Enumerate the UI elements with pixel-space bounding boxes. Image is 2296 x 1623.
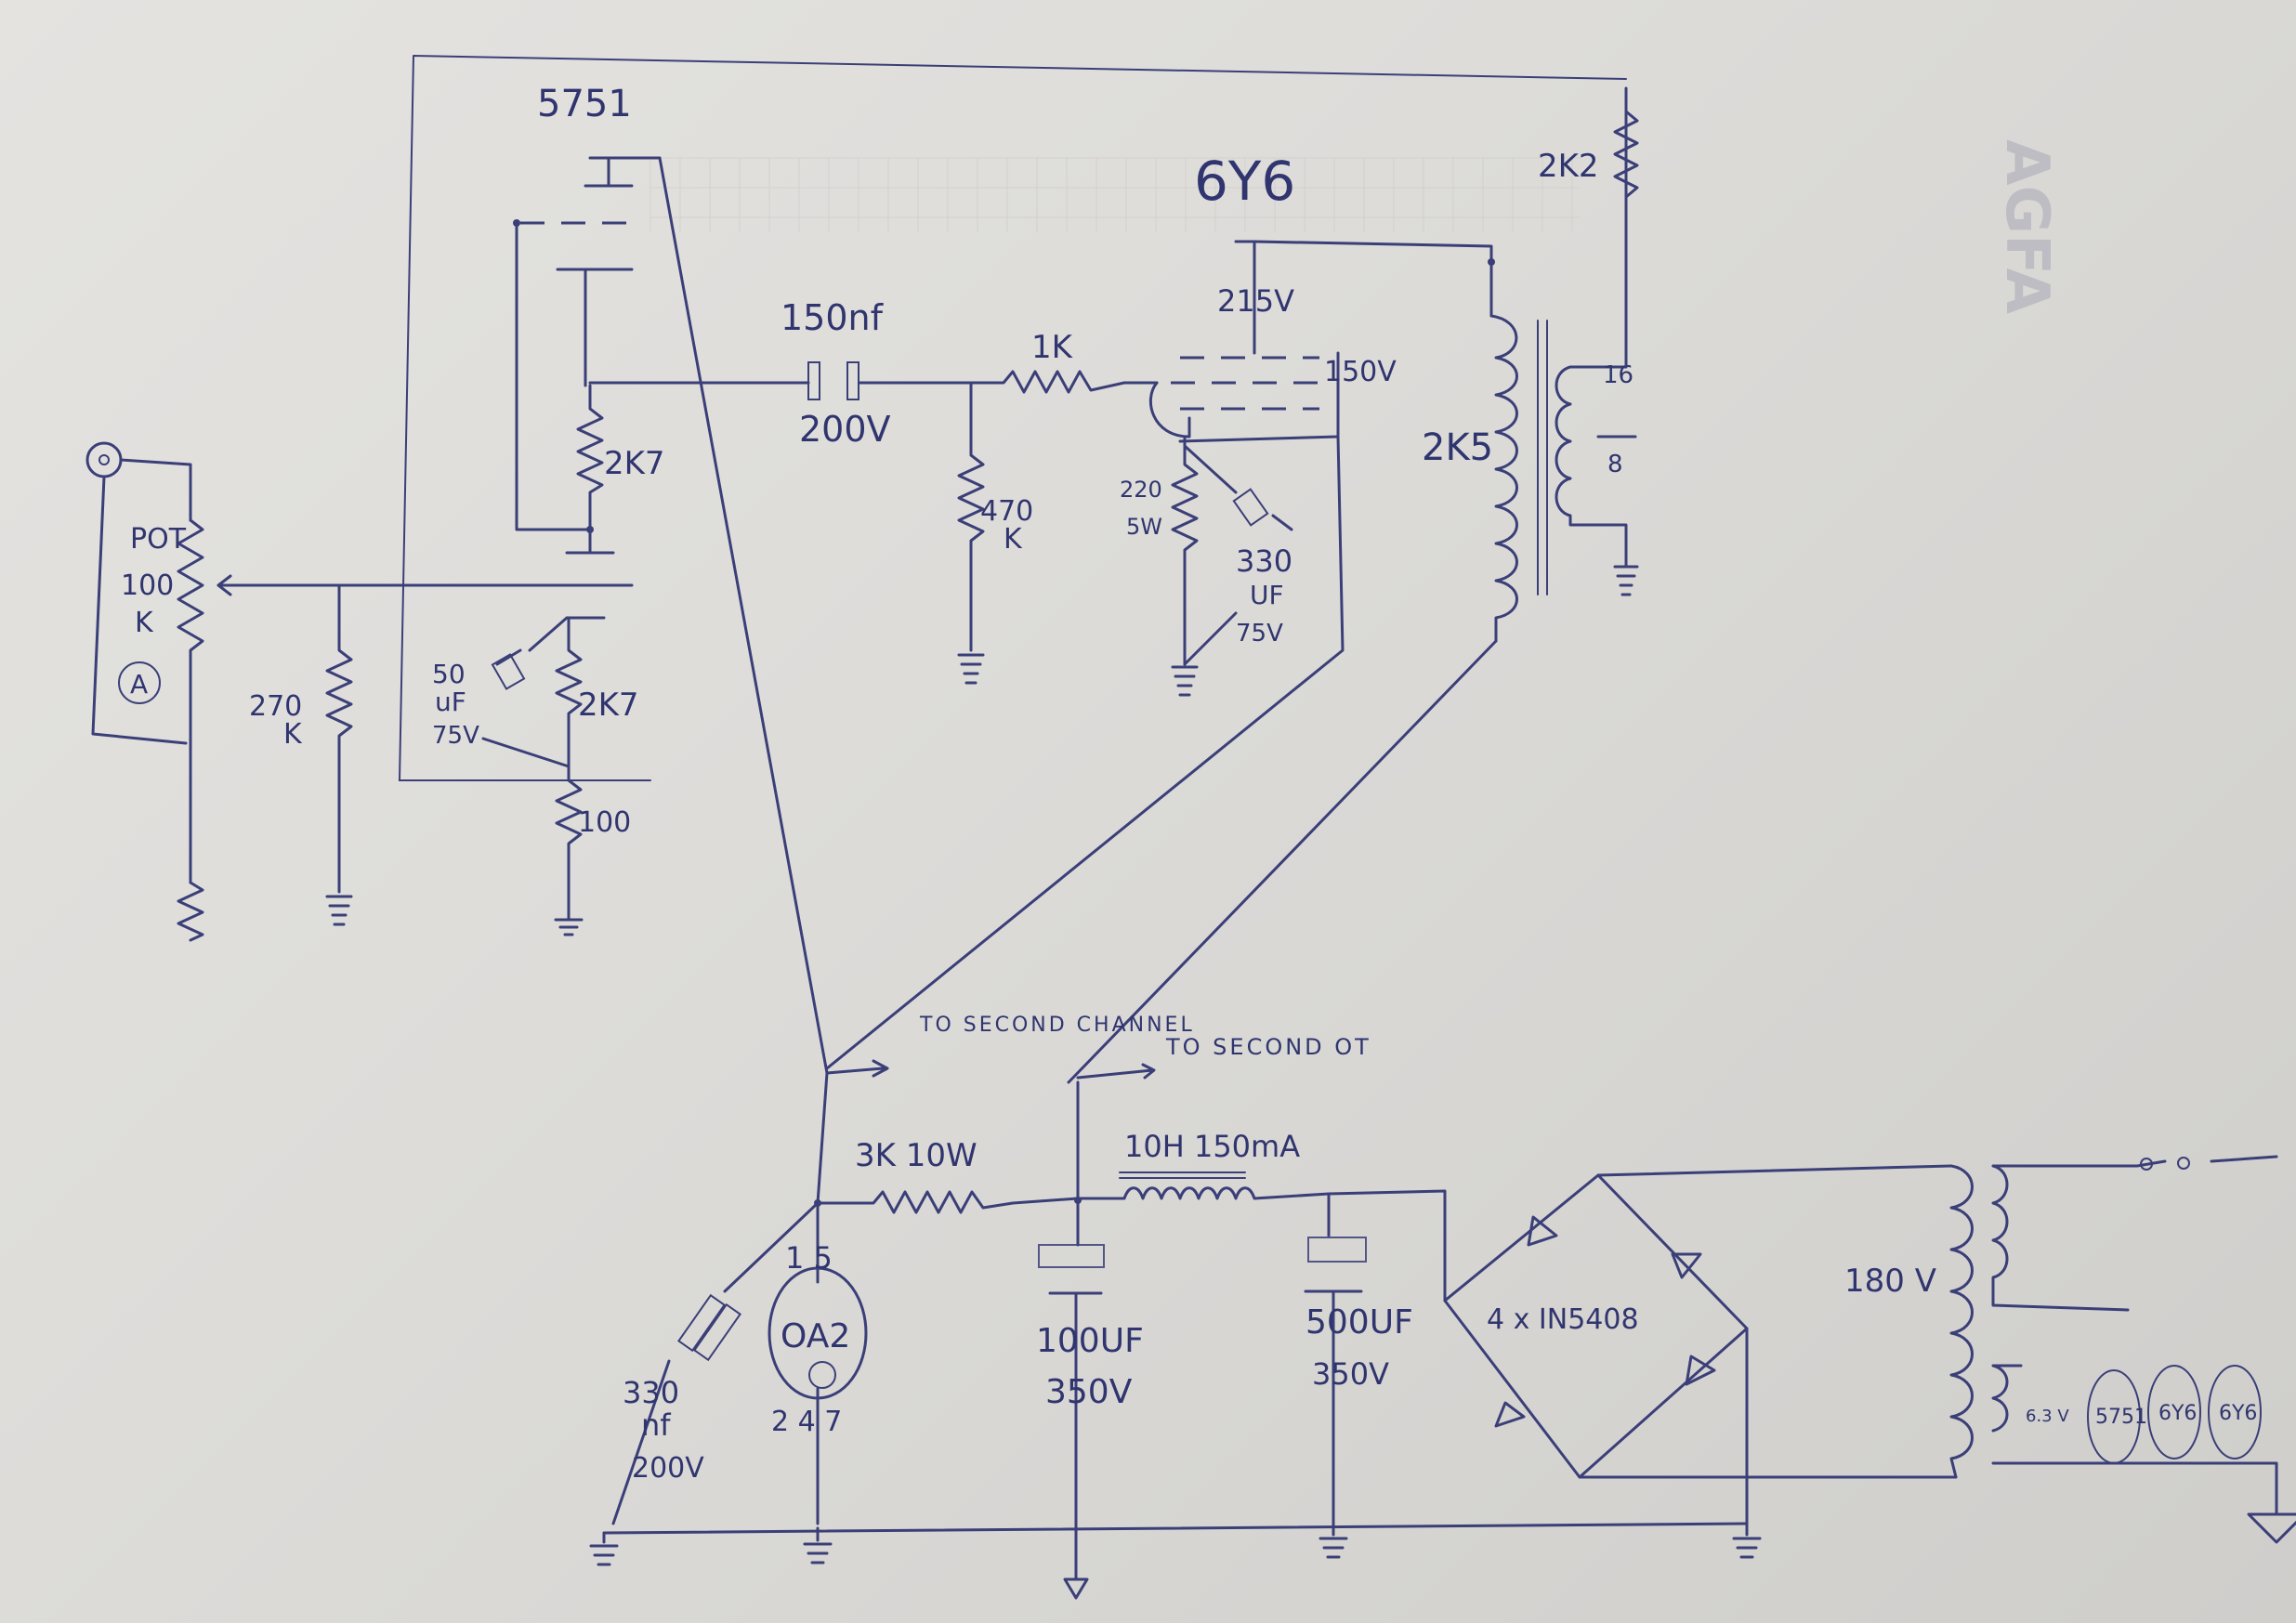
cathode-resistor-label: 2K7	[578, 687, 639, 724]
svg-text:OA2: OA2	[781, 1317, 850, 1355]
preamp-tube-lower-triode	[520, 528, 632, 652]
pot-unit: K	[135, 607, 154, 639]
svg-text:2 4 7: 2 4 7	[771, 1406, 842, 1438]
power-tube	[1148, 240, 1340, 443]
svg-text:6Y6: 6Y6	[2219, 1402, 2257, 1425]
cathode-resistor-2	[555, 765, 583, 912]
plate-resistor	[576, 384, 604, 531]
pot-value: 100	[121, 569, 174, 602]
grid-leak-resistor	[957, 381, 985, 652]
filter-capacitor-1: 100UF 350V	[1036, 1198, 1144, 1600]
svg-text:200V: 200V	[632, 1452, 704, 1485]
ground-rail	[602, 1522, 1749, 1535]
cathode-resistor-2-label: 100	[578, 806, 631, 839]
svg-text:330: 330	[1236, 543, 1292, 579]
choke-label: 10H 150mA	[1124, 1129, 1300, 1164]
grid-stopper-resistor	[969, 370, 1159, 394]
svg-text:220: 220	[1120, 477, 1162, 503]
tap-8-label: 8	[1607, 451, 1623, 478]
pot-label: POT	[130, 523, 187, 556]
primary-impedance-label: 2K5	[1422, 426, 1493, 469]
cathode-resistor	[555, 616, 583, 768]
grid-stopper-label: 1K	[1031, 329, 1074, 366]
svg-text:6Y6: 6Y6	[2158, 1402, 2197, 1425]
filter-capacitor-2: 500UF 350V	[1304, 1192, 1413, 1525]
grid-paper-background	[649, 157, 1580, 232]
svg-text:100UF: 100UF	[1036, 1322, 1144, 1360]
pot-wiper-arrow	[216, 574, 341, 596]
feedback-resistor	[1613, 86, 1639, 369]
grid-resistor-unit: K	[283, 718, 303, 751]
power-cathode-capacitor: 330 UF 75V	[1183, 444, 1293, 666]
volume-pot	[177, 518, 204, 884]
power-transformer: 180 V 6.3 V 5751 6Y6 6Y6	[1844, 1155, 2296, 1544]
svg-text:500UF: 500UF	[1305, 1303, 1413, 1342]
svg-text:75V: 75V	[432, 722, 479, 750]
to-second-ot-label: TO SECOND OT	[1165, 1034, 1371, 1060]
power-tube-label: 6Y6	[1194, 150, 1295, 213]
dropping-resistor-label: 3K 10W	[855, 1137, 977, 1174]
regulator-tube: OA2 1 5 2 4 7	[768, 1201, 868, 1525]
svg-text:nf: nf	[641, 1407, 671, 1443]
grid-resistor	[325, 583, 353, 894]
grid-leak-value: 470	[980, 495, 1033, 528]
preamp-tube-label: 5751	[537, 83, 632, 125]
bridge-rectifier: 4 x IN5408	[1443, 1164, 1958, 1525]
regulator-capacitor: 330 nf 200V	[611, 1201, 820, 1525]
svg-text:5W: 5W	[1126, 514, 1162, 540]
svg-text:5751: 5751	[2095, 1406, 2147, 1429]
input-jack	[85, 441, 192, 745]
svg-text:350V: 350V	[1045, 1373, 1133, 1411]
svg-text:uF: uF	[435, 687, 466, 717]
dropping-resistor	[816, 1190, 1080, 1214]
svg-text:180 V: 180 V	[1844, 1263, 1936, 1300]
grid-resistor-value: 270	[249, 690, 302, 723]
output-transformer	[1489, 314, 1639, 643]
power-cathode-resistor	[1171, 435, 1199, 666]
screen-voltage-label: 150V	[1324, 356, 1397, 388]
plate-voltage-label: 215V	[1217, 283, 1294, 319]
svg-text:50: 50	[432, 659, 466, 689]
svg-text:1 5: 1 5	[785, 1240, 833, 1276]
pot-taper-circle	[118, 661, 161, 704]
svg-text:350V: 350V	[1312, 1356, 1389, 1392]
bleed-through-text: AGFA	[1992, 139, 2061, 314]
choke	[1076, 1186, 1331, 1200]
svg-text:UF: UF	[1250, 580, 1284, 610]
ground-symbols	[589, 1522, 1762, 1566]
plate-resistor-label: 2K7	[604, 445, 665, 482]
svg-text:200V: 200V	[799, 409, 891, 450]
svg-text:4 x IN5408: 4 x IN5408	[1487, 1303, 1639, 1336]
cathode-bypass-capacitor: 50 uF 75V	[432, 648, 571, 768]
svg-text:75V: 75V	[1236, 620, 1283, 648]
svg-text:330: 330	[623, 1375, 679, 1410]
coupling-capacitor: 150nf 200V	[781, 297, 891, 450]
feedback-resistor-label: 2K2	[1538, 148, 1599, 185]
pot-taper: A	[130, 669, 148, 700]
preamp-tube-upper-triode	[513, 156, 662, 387]
grid-leak-unit: K	[1004, 523, 1023, 556]
to-second-channel-label: TO SECOND CHANNEL	[919, 1014, 1195, 1037]
preamp-enclosure-line	[398, 55, 1627, 781]
svg-text:150nf: 150nf	[781, 297, 885, 338]
svg-text:6.3 V: 6.3 V	[2026, 1407, 2069, 1426]
tap-16-label: 16	[1603, 361, 1633, 389]
